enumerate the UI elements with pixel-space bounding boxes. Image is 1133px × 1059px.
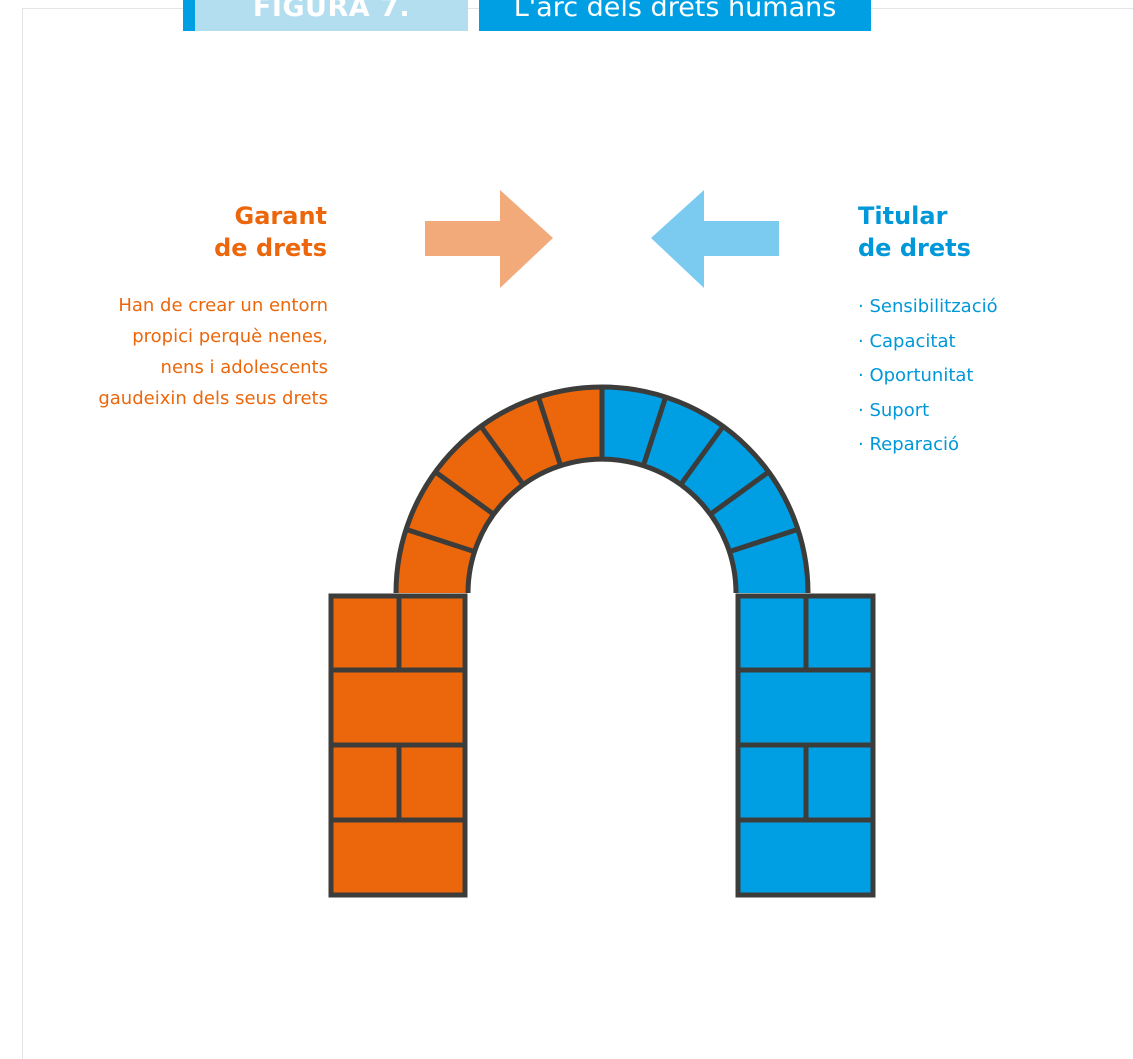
arch-joint — [433, 469, 496, 517]
figure-frame: FIGURA 7. L'arc dels drets humans — [22, 0, 1133, 1059]
guarantor-description-line: nens i adolescents — [160, 357, 328, 378]
pillar-brick — [328, 742, 402, 823]
rights-holder-list: · Sensibilització · Capacitat · Oportuni… — [858, 290, 998, 463]
pillar-brick — [328, 667, 468, 748]
arch-joint-lines — [393, 384, 811, 594]
list-item: · Capacitat — [858, 330, 956, 352]
pillar-brick — [396, 593, 468, 673]
arch-voussoir — [406, 471, 494, 552]
guarantor-title: Garant de drets — [150, 200, 327, 264]
left-pillar — [328, 593, 468, 898]
rights-holder-title: Titular de drets — [858, 200, 1108, 264]
arch-voussoir — [480, 397, 561, 485]
rights-holder-title-line: de drets — [858, 234, 971, 262]
arch-voussoirs — [396, 387, 808, 593]
arch-voussoir — [710, 471, 798, 552]
list-item: · Reparació — [858, 434, 960, 455]
guarantor-description-line: gaudeixin dels seus drets — [98, 388, 328, 409]
pillar-brick — [803, 593, 876, 673]
guarantor-description-line: propici perquè nenes, — [132, 326, 328, 347]
arch-joint — [728, 526, 799, 554]
arch-joint — [535, 396, 563, 467]
pillar-brick — [328, 817, 468, 898]
arch-joint — [708, 469, 771, 517]
pillar-brick — [735, 593, 809, 673]
arch-joint — [405, 526, 476, 554]
list-item: · Sensibilització — [858, 296, 998, 317]
list-item: · Suport — [858, 399, 930, 421]
pillar-brick — [396, 742, 468, 823]
right-pillar — [735, 593, 876, 898]
pillar-brick — [735, 667, 876, 748]
pillar-brick — [735, 817, 876, 898]
figure-title-tab: L'arc dels drets humans — [479, 0, 871, 31]
guarantor-description-line: Han de crear un entorn — [118, 295, 328, 316]
pillar-brick — [803, 742, 876, 823]
guarantor-title-line: de drets — [214, 234, 327, 262]
pillar-brick — [328, 593, 402, 673]
arch-joint — [641, 396, 669, 467]
arch-joint — [678, 424, 726, 487]
pillar-brick — [735, 742, 809, 823]
guarantor-title-line: Garant — [234, 202, 327, 230]
arch-joint — [478, 424, 526, 487]
arch-voussoir — [643, 397, 724, 485]
figure-number-tab: FIGURA 7. — [183, 0, 468, 31]
list-item: · Oportunitat — [858, 365, 974, 386]
guarantor-description: Han de crear un entorn propici perquè ne… — [30, 290, 328, 414]
rights-holder-title-line: Titular — [858, 202, 948, 230]
